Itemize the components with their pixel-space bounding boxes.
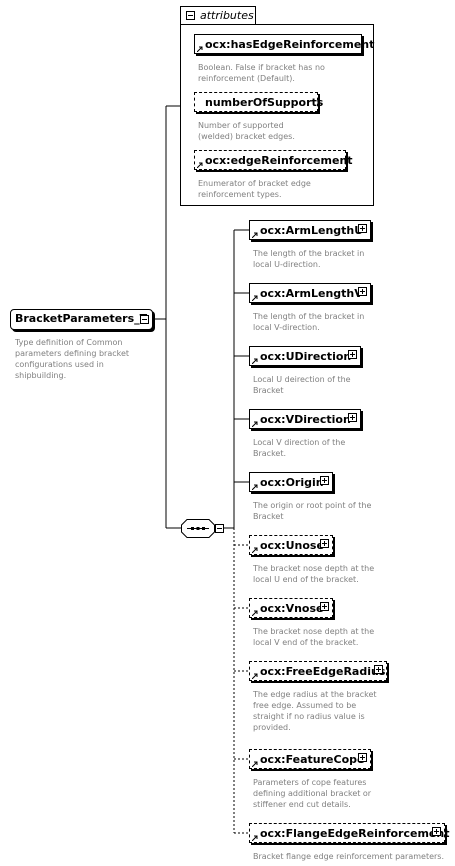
element-description: Local V direction of the Bracket. [253,438,346,458]
reference-arrow-icon [252,232,258,238]
expand-icon[interactable] [358,224,367,233]
element-feature-cope[interactable]: ocx:FeatureCope [249,749,371,769]
reference-arrow-icon [252,610,258,616]
reference-arrow-icon [197,46,203,52]
element-description: The origin or root point of the Bracket [253,501,372,521]
reference-arrow-icon [252,547,258,553]
element-flange-edge-reinforcement[interactable]: ocx:FlangeEdgeReinforcement [249,823,449,843]
reference-arrow-icon [252,673,258,679]
element-description: The length of the bracket in local U-dir… [253,249,365,269]
root-type-description: Type definition of Common parameters def… [15,338,130,380]
element-v-nose[interactable]: ocx:Vnose [249,598,333,618]
element-description: The length of the bracket in local V-dir… [253,312,365,332]
reference-arrow-icon [252,421,258,427]
collapse-icon[interactable] [215,524,224,533]
expand-icon[interactable] [358,753,367,762]
element-arm-length-u[interactable]: ocx:ArmLengthU [249,220,371,240]
reference-arrow-icon [252,358,258,364]
expand-icon[interactable] [358,287,367,296]
expand-icon[interactable] [432,827,441,836]
attributes-panel [180,24,374,206]
element-u-nose[interactable]: ocx:Unose [249,535,333,555]
root-type-box[interactable]: BracketParameters_T [10,309,153,330]
root-type-name: BracketParameters_T [15,312,148,325]
reference-arrow-icon [252,295,258,301]
reference-arrow-icon [252,761,258,767]
sequence-compositor[interactable] [181,519,215,538]
expand-icon[interactable] [320,476,329,485]
element-u-direction[interactable]: ocx:UDirection [249,346,361,366]
collapse-icon[interactable] [140,315,149,324]
element-description: The bracket nose depth at the local V en… [253,627,375,647]
attribute-description: Boolean. False if bracket has no reinfor… [198,63,325,83]
attribute-edge-reinforcement[interactable]: ocx:edgeReinforcement [194,150,353,170]
reference-arrow-icon [252,484,258,490]
element-v-direction[interactable]: ocx:VDirection [249,409,361,429]
expand-icon[interactable] [348,413,357,422]
attribute-description: Enumerator of bracket edge reinforcement… [198,179,311,199]
element-origin[interactable]: ocx:Origin [249,472,333,492]
reference-arrow-icon [252,835,258,841]
attribute-description: Number of supported (welded) bracket edg… [198,121,295,141]
element-description: The edge radius at the bracket free edge… [253,690,377,732]
expand-icon[interactable] [348,350,357,359]
attribute-has-edge-reinforcement[interactable]: ocx:hasEdgeReinforcement [194,34,374,54]
element-description: Bracket flange edge reinforcement parame… [253,852,445,861]
expand-icon[interactable] [320,602,329,611]
element-free-edge-radius[interactable]: ocx:FreeEdgeRadius [249,661,387,681]
attributes-title: attributes [200,9,254,22]
element-description: Local U deirection of the Bracket [253,375,351,395]
attributes-tab[interactable]: attributes [180,6,256,25]
reference-arrow-icon [197,162,203,168]
element-arm-length-v[interactable]: ocx:ArmLengthV [249,283,371,303]
attribute-number-of-supports[interactable]: numberOfSupports [194,92,323,112]
collapse-icon[interactable] [186,11,195,20]
expand-icon[interactable] [320,539,329,548]
element-description: The bracket nose depth at the local U en… [253,564,375,584]
expand-icon[interactable] [374,665,383,674]
element-description: Parameters of cope features defining add… [253,778,372,809]
